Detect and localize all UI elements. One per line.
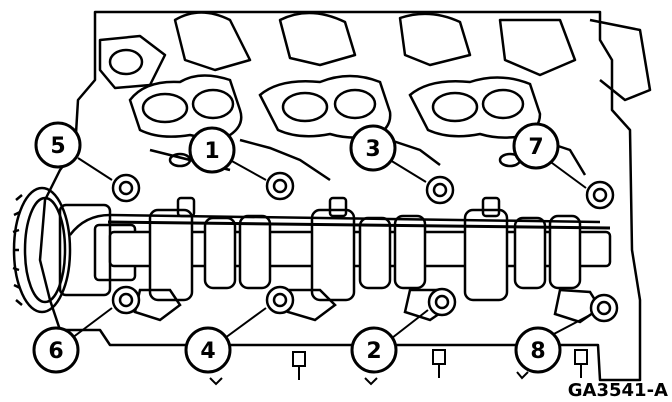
- bolt-4: [265, 285, 295, 315]
- bolt-7: [585, 180, 615, 210]
- callout-5: 5: [34, 121, 82, 169]
- figure-id-label: GA3541-A: [568, 380, 668, 401]
- bolt-2: [427, 287, 457, 317]
- callout-2-number: 2: [366, 339, 381, 364]
- callout-2: 2: [350, 326, 398, 374]
- callout-1: 1: [188, 126, 236, 174]
- callout-5-number: 5: [50, 134, 65, 159]
- bolt-5: [111, 173, 141, 203]
- callout-7: 7: [512, 122, 560, 170]
- callout-8: 8: [514, 326, 562, 374]
- callout-4-number: 4: [200, 339, 215, 364]
- callout-4: 4: [184, 326, 232, 374]
- callout-3-number: 3: [365, 137, 380, 162]
- bolt-1: [265, 171, 295, 201]
- camshaft-sprocket: [12, 186, 137, 314]
- callout-8-number: 8: [530, 339, 545, 364]
- bolt-3: [425, 175, 455, 205]
- bolt-8: [589, 293, 619, 323]
- callout-6-number: 6: [48, 339, 63, 364]
- manifold-ports: [128, 74, 587, 182]
- camshaft: [69, 208, 612, 302]
- callout-1-number: 1: [204, 139, 219, 164]
- bolt-6: [111, 285, 141, 315]
- studs: [209, 349, 588, 386]
- callout-7-number: 7: [528, 135, 543, 160]
- callout-3: 3: [349, 124, 397, 172]
- callout-6: 6: [32, 326, 80, 374]
- leader-lines: [71, 157, 591, 339]
- bolts: [111, 171, 619, 323]
